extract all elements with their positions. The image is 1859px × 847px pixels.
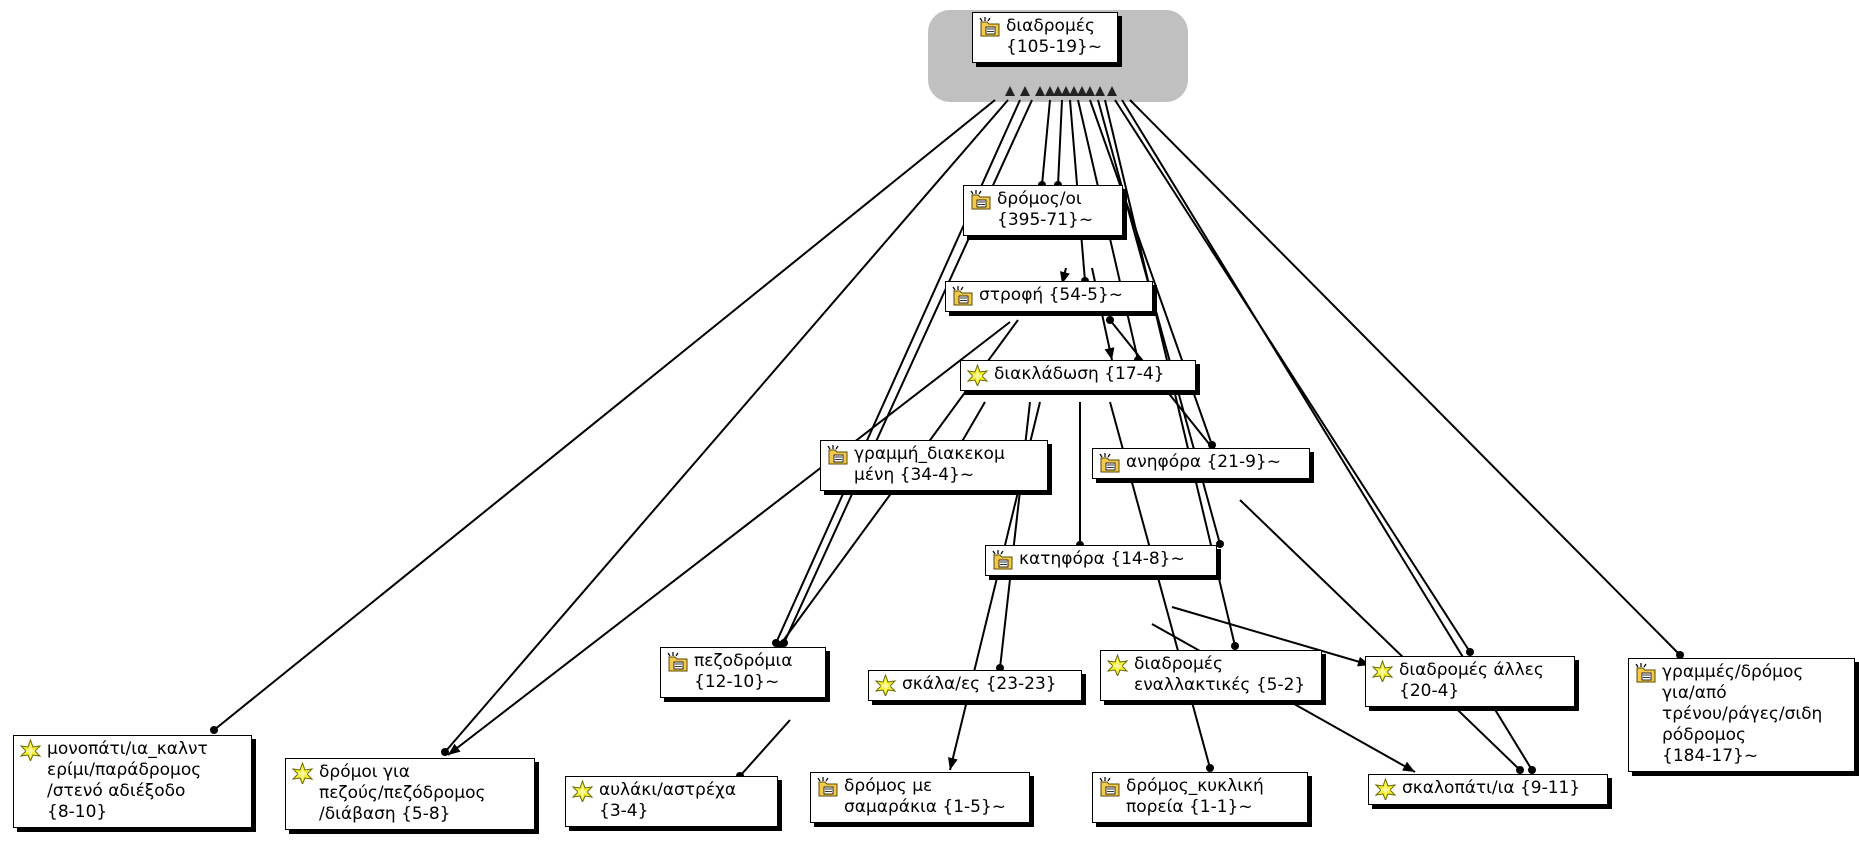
family-folder-icon [1635,663,1656,683]
link-diakladosi-katifora [1076,402,1084,549]
link-diadromes-monopati [210,99,996,734]
node-strofi[interactable]: στροφή {54-5}~ [945,281,1153,312]
family-folder-icon [1099,777,1120,797]
family-folder-icon [992,550,1013,570]
hub-arrowhead [1069,86,1079,96]
node-grammi[interactable]: γραμμή_διακεκομ μένη {34-4}~ [820,440,1048,491]
family-folder-icon [817,777,838,797]
node-label: αυλάκι/αστρέχα {3-4} [599,780,737,821]
node-label: δρόμος_κυκλική πορεία {1-1}~ [1126,776,1264,817]
node-kykliki[interactable]: δρόμος_κυκλική πορεία {1-1}~ [1092,772,1308,823]
hub-arrowhead [1085,86,1095,96]
link-diadromes-dromos-b [1054,99,1063,189]
node-monopati[interactable]: μονοπάτι/ια_καλντ ερίμι/παράδρομος /στεν… [13,735,252,828]
hub-arrowhead [1020,86,1030,96]
family-folder-icon [952,286,973,306]
node-skalopati[interactable]: σκαλοπάτι/ια {9-11} [1368,774,1608,805]
node-label: στροφή {54-5}~ [979,285,1124,305]
code-star-icon [571,780,594,802]
node-label: διαδρομές εναλλακτικές {5-2} [1134,654,1306,695]
code-star-icon [1374,778,1397,800]
node-pezous[interactable]: δρόμοι για πεζούς/πεζόδρομος /διάβαση {5… [285,758,535,830]
node-label: μονοπάτι/ια_καλντ ερίμι/παράδρομος /στεν… [47,739,208,822]
code-star-icon [1371,660,1394,682]
node-label: σκάλα/ες {23-23} [902,674,1057,694]
family-folder-icon [827,445,848,465]
node-aulaki[interactable]: αυλάκι/αστρέχα {3-4} [565,776,778,827]
hub-arrowhead [1077,86,1087,96]
family-folder-icon [970,190,991,210]
node-trenou[interactable]: γραμμές/δρόμος για/από τρένου/ράγες/σιδη… [1628,658,1855,772]
family-folder-icon [1099,453,1120,473]
code-star-icon [1106,654,1129,676]
node-label: γραμμές/δρόμος για/από τρένου/ράγες/σιδη… [1662,662,1823,766]
node-anifora[interactable]: ανηφόρα {21-9}~ [1092,448,1310,479]
node-pezodromia[interactable]: πεζοδρόμια {12-10}~ [660,647,826,698]
code-star-icon [291,762,314,784]
node-label: ανηφόρα {21-9}~ [1126,452,1281,472]
node-samarakia[interactable]: δρόμος με σαμαράκια {1-5}~ [810,772,1030,823]
node-katifora[interactable]: κατηφόρα {14-8}~ [985,545,1217,576]
link-diadromes-alles [1114,99,1474,656]
link-diadromes-pezous [441,99,1009,756]
hub-arrowhead [1053,86,1063,96]
code-star-icon [966,364,989,386]
family-folder-icon [667,652,688,672]
node-diadromes[interactable]: διαδρομές {105-19}~ [972,12,1118,63]
node-label: σκαλοπάτι/ια {9-11} [1402,778,1581,798]
node-enallaktikes[interactable]: διαδρομές εναλλακτικές {5-2} [1100,650,1322,701]
node-label: δρόμος/οι {395-71}~ [997,189,1094,230]
node-diakladosi[interactable]: διακλάδωση {17-4} [960,360,1196,391]
family-folder-icon [979,17,1000,37]
hub-arrowhead [1061,86,1071,96]
node-alles[interactable]: διαδρομές άλλες {20-4} [1365,656,1575,707]
link-diadromes-katifora [1097,99,1224,548]
hub-arrowhead [1035,86,1045,96]
link-anifora-skalopati [1239,499,1524,774]
link-grammi-aulaki [736,719,791,780]
node-label: δρόμοι για πεζούς/πεζόδρομος /διάβαση {5… [319,762,486,824]
link-strofi-pezous [447,321,1011,756]
node-label: διακλάδωση {17-4} [994,364,1165,384]
node-skala[interactable]: σκάλα/ες {23-23} [868,670,1082,701]
link-diadromes-dromos-a [1038,99,1051,189]
node-label: διαδρομές {105-19}~ [1006,16,1103,57]
hub-arrowhead [1005,86,1015,96]
link-diadromes-trenou [1129,99,1684,659]
node-label: διαδρομές άλλες {20-4} [1399,660,1544,701]
node-label: κατηφόρα {14-8}~ [1019,549,1185,569]
hub-arrowhead [1107,86,1117,96]
node-label: πεζοδρόμια {12-10}~ [694,651,793,692]
hub-arrowhead [1045,86,1055,96]
code-star-icon [19,739,42,761]
code-star-icon [874,674,897,696]
node-label: δρόμος με σαμαράκια {1-5}~ [844,776,1007,817]
node-label: γραμμή_διακεκομ μένη {34-4}~ [854,444,1005,485]
hub-arrowhead [1095,86,1105,96]
node-dromos[interactable]: δρόμος/οι {395-71}~ [963,185,1123,236]
